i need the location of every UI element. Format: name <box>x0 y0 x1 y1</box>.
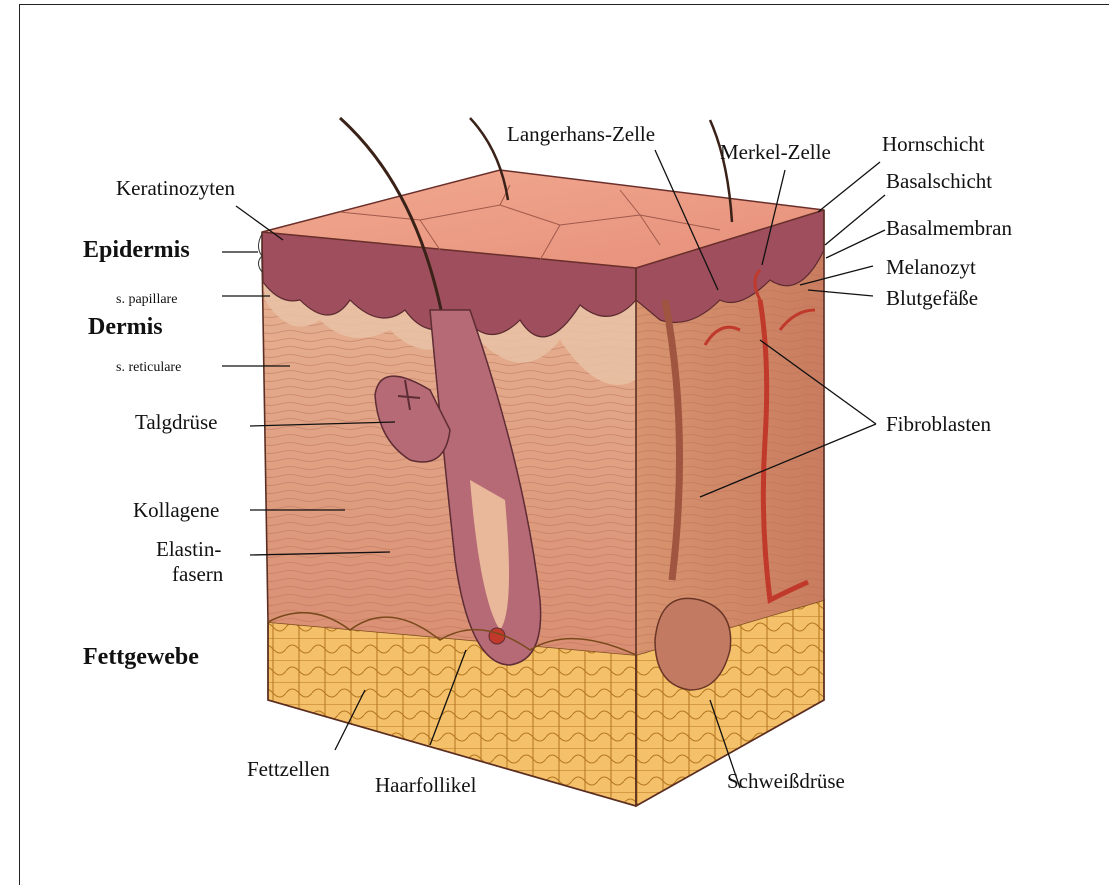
label-fettgewebe: Fettgewebe <box>83 646 199 668</box>
label-langerhans: Langerhans-Zelle <box>507 123 655 145</box>
label-papillare: s. papillare <box>116 289 177 311</box>
label-talgdruese: Talgdrüse <box>135 411 218 433</box>
label-melanozyt: Melanozyt <box>886 256 976 278</box>
label-keratinozyten: Keratinozyten <box>116 177 235 199</box>
label-elastin-1: Elastin- <box>156 538 221 560</box>
label-fibroblasten: Fibroblasten <box>886 413 991 435</box>
label-hornschicht: Hornschicht <box>882 133 985 155</box>
label-reticulare: s. reticulare <box>116 357 181 379</box>
label-schweissdruese: Schweißdrüse <box>727 770 845 792</box>
label-merkel: Merkel-Zelle <box>720 141 831 163</box>
label-dermis: Dermis <box>88 316 163 338</box>
label-blutgefaesse: Blutgefäße <box>886 287 978 309</box>
label-haarfollikel: Haarfollikel <box>375 774 476 796</box>
label-basalschicht: Basalschicht <box>886 170 992 192</box>
label-basalmembran: Basalmembran <box>886 217 1012 239</box>
label-elastin-2: fasern <box>172 563 223 585</box>
label-fettzellen: Fettzellen <box>247 758 330 780</box>
label-epidermis: Epidermis <box>83 239 190 261</box>
label-kollagene: Kollagene <box>133 499 219 521</box>
